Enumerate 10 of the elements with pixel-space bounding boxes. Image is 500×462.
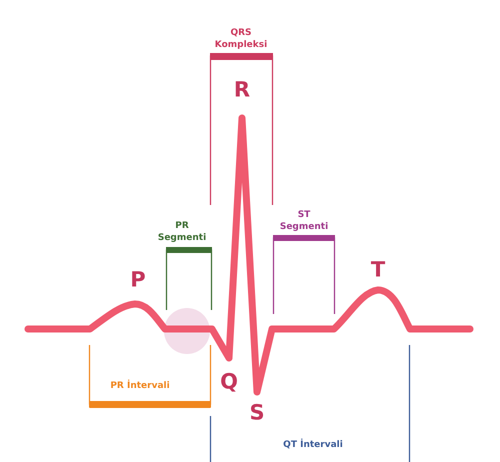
- bracket-label: PR İntervali: [109, 380, 171, 392]
- bracket-label: PR Segmenti: [156, 220, 208, 244]
- wave-letter: Q: [219, 372, 239, 392]
- wave-letter: P: [129, 270, 147, 290]
- wave-letter: R: [232, 80, 252, 100]
- bracket-label: ST Segmenti: [278, 208, 330, 234]
- wave-letter: S: [248, 402, 266, 424]
- bracket-label: QRS Kompleksi: [214, 26, 268, 52]
- wave-letter: T: [370, 260, 386, 280]
- bracket-label: QT İntervali: [282, 438, 344, 452]
